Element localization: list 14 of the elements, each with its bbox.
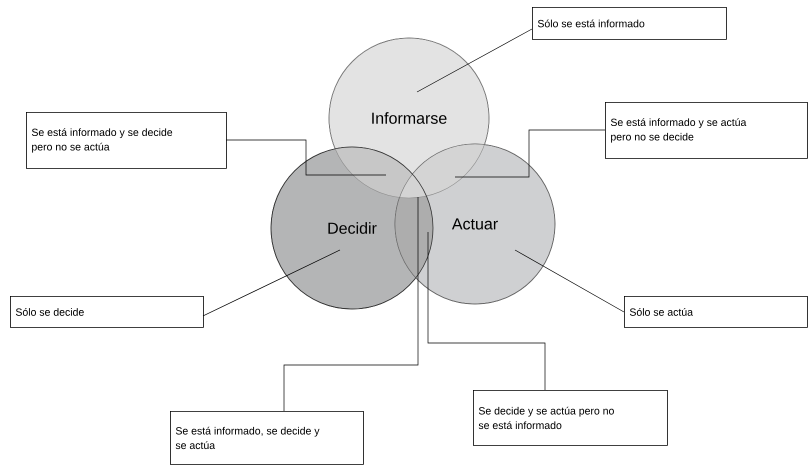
callout-box: Se está informado, se decide y se actúa — [170, 411, 364, 465]
callout-box: Se está informado y se decide pero no se actúa — [26, 112, 227, 169]
leader-line — [226, 140, 386, 176]
callout-box: Se está informado y se actúa pero no se decide — [605, 102, 808, 159]
callout-box: Sólo se actúa — [624, 296, 808, 328]
leader-line — [202, 250, 340, 316]
callout-box: Se decide y se actúa pero no se está informado — [473, 390, 668, 446]
callout-box: Sólo se está informado — [532, 7, 727, 40]
leader-line — [416, 28, 532, 92]
leader-line — [454, 130, 606, 178]
leader-line — [514, 250, 624, 312]
callout-box: Sólo se decide — [10, 296, 204, 328]
leader-line — [284, 196, 418, 412]
leader-line — [428, 232, 546, 390]
